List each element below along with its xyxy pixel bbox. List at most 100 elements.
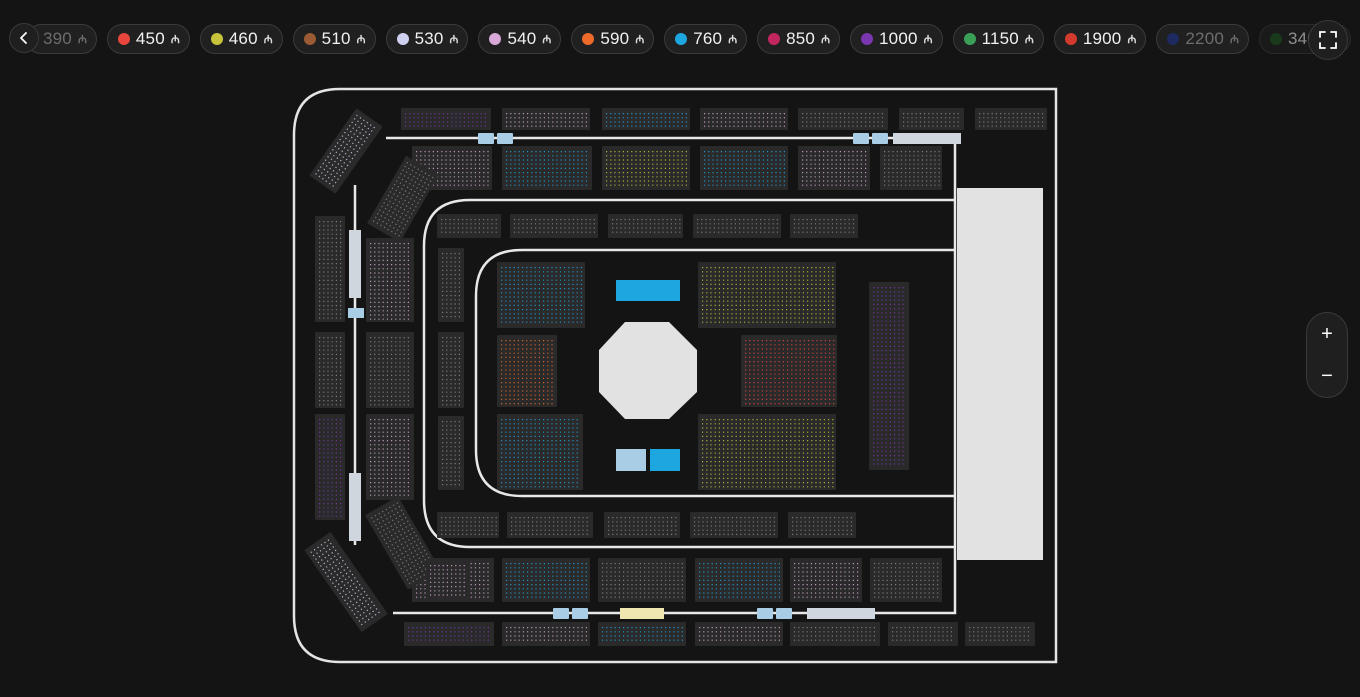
price-color-dot <box>489 33 502 45</box>
section-corner-tl-b[interactable] <box>367 156 439 243</box>
section-top-a-5[interactable] <box>899 108 964 130</box>
court-block-bottom-right[interactable] <box>650 449 680 471</box>
price-chip-460[interactable]: 460₼ <box>199 24 283 54</box>
section-left-c-0[interactable] <box>438 248 464 322</box>
section-bottom-b-4[interactable] <box>790 558 862 602</box>
gate-label-left-top <box>349 230 361 298</box>
section-top-a-4[interactable] <box>798 108 888 130</box>
price-color-dot <box>1064 33 1077 45</box>
price-value: 510 <box>321 29 351 48</box>
section-mid-bottom-0[interactable] <box>437 512 499 538</box>
price-value: 590 <box>600 29 630 48</box>
price-chip-1000[interactable]: 1000₼ <box>850 24 943 54</box>
expand-icon <box>1319 31 1337 49</box>
price-chip-850[interactable]: 850₼ <box>757 24 841 54</box>
section-mid-top-4[interactable] <box>790 214 858 238</box>
section-top-b-1[interactable] <box>502 146 592 190</box>
section-left-c-2[interactable] <box>438 416 464 490</box>
price-chip-2200[interactable]: 2200₼ <box>1156 24 1249 54</box>
section-bottom-a-1[interactable] <box>502 622 590 646</box>
section-mid-bottom-1[interactable] <box>507 512 593 538</box>
section-left-a-1[interactable] <box>315 332 345 408</box>
price-chip-1150[interactable]: 1150₼ <box>952 24 1044 54</box>
section-right-column[interactable] <box>869 282 909 470</box>
entrance-marker-3[interactable] <box>872 133 888 144</box>
section-top-a-0[interactable] <box>401 108 491 130</box>
section-left-b-0[interactable] <box>366 238 414 322</box>
section-top-a-3[interactable] <box>700 108 788 130</box>
section-top-a-1[interactable] <box>502 108 590 130</box>
section-top-a-2[interactable] <box>602 108 690 130</box>
price-chip-510[interactable]: 510₼ <box>292 24 376 54</box>
floor-section-mr[interactable] <box>741 335 837 407</box>
entrance-marker-1[interactable] <box>497 133 513 144</box>
road-outer <box>386 136 957 615</box>
section-corner-bl-a[interactable] <box>304 532 388 632</box>
price-value: 540 <box>507 29 537 48</box>
section-bottom-b-1[interactable] <box>502 558 590 602</box>
section-mid-top-0[interactable] <box>437 214 501 238</box>
entrance-marker-5[interactable] <box>572 608 588 619</box>
court-block-bottom-left[interactable] <box>616 449 646 471</box>
section-left-a-2[interactable] <box>315 414 345 520</box>
section-mid-top-1[interactable] <box>510 214 598 238</box>
price-chip-590[interactable]: 590₼ <box>571 24 655 54</box>
section-bottom-b-2[interactable] <box>598 558 686 602</box>
section-corner-bl-c[interactable] <box>426 560 470 600</box>
price-color-dot <box>768 33 781 45</box>
section-top-b-3[interactable] <box>700 146 788 190</box>
currency-icon: ₼ <box>170 33 180 46</box>
scroll-back-button[interactable] <box>9 23 39 53</box>
section-mid-bottom-4[interactable] <box>788 512 856 538</box>
price-chip-1900[interactable]: 1900₼ <box>1053 24 1147 54</box>
section-mid-top-3[interactable] <box>693 214 781 238</box>
price-chip-540[interactable]: 540₼ <box>478 24 562 54</box>
court-block-top[interactable] <box>616 280 680 301</box>
entrance-marker-left[interactable] <box>348 308 364 318</box>
price-filter-bar: 390₼450₼460₼510₼530₼540₼590₼760₼850₼1000… <box>0 0 1360 78</box>
section-top-b-4[interactable] <box>798 146 870 190</box>
chevron-left-icon <box>20 32 27 44</box>
section-bottom-a-3[interactable] <box>695 622 783 646</box>
entrance-marker-2[interactable] <box>853 133 869 144</box>
entrance-marker-0[interactable] <box>478 133 494 144</box>
section-mid-top-2[interactable] <box>608 214 683 238</box>
currency-icon: ₼ <box>263 33 273 46</box>
price-chip-760[interactable]: 760₼ <box>664 24 748 54</box>
entrance-marker-4[interactable] <box>553 608 569 619</box>
entrance-marker-6[interactable] <box>757 608 773 619</box>
zoom-out-button[interactable]: − <box>1321 364 1333 387</box>
price-chip-530[interactable]: 530₼ <box>385 24 469 54</box>
zoom-in-button[interactable]: + <box>1321 322 1333 345</box>
section-left-b-1[interactable] <box>366 332 414 408</box>
section-corner-bl-b[interactable] <box>365 496 441 590</box>
section-mid-bottom-2[interactable] <box>604 512 680 538</box>
floor-section-bl[interactable] <box>497 414 583 490</box>
floor-section-tl[interactable] <box>497 262 585 328</box>
price-color-dot <box>861 33 874 45</box>
section-top-b-5[interactable] <box>880 146 942 190</box>
section-bottom-a-0[interactable] <box>404 622 494 646</box>
section-bottom-a-6[interactable] <box>965 622 1035 646</box>
section-corner-tl-a[interactable] <box>309 108 383 194</box>
section-top-b-2[interactable] <box>602 146 690 190</box>
floor-section-ml[interactable] <box>497 335 557 407</box>
section-bottom-a-5[interactable] <box>888 622 958 646</box>
section-left-c-1[interactable] <box>438 332 464 408</box>
floor-section-tr[interactable] <box>698 262 836 328</box>
floor-section-br[interactable] <box>698 414 836 490</box>
entrance-marker-7[interactable] <box>776 608 792 619</box>
section-left-b-2[interactable] <box>366 414 414 500</box>
price-color-dot <box>1167 33 1180 45</box>
section-bottom-a-4[interactable] <box>790 622 880 646</box>
fullscreen-button[interactable] <box>1308 20 1348 60</box>
section-top-a-6[interactable] <box>975 108 1047 130</box>
section-mid-bottom-3[interactable] <box>690 512 778 538</box>
section-bottom-b-5[interactable] <box>870 558 942 602</box>
section-bottom-a-2[interactable] <box>598 622 686 646</box>
price-color-dot <box>303 33 316 45</box>
section-bottom-b-3[interactable] <box>695 558 783 602</box>
section-left-a-0[interactable] <box>315 216 345 322</box>
price-chip-450[interactable]: 450₼ <box>106 24 190 54</box>
